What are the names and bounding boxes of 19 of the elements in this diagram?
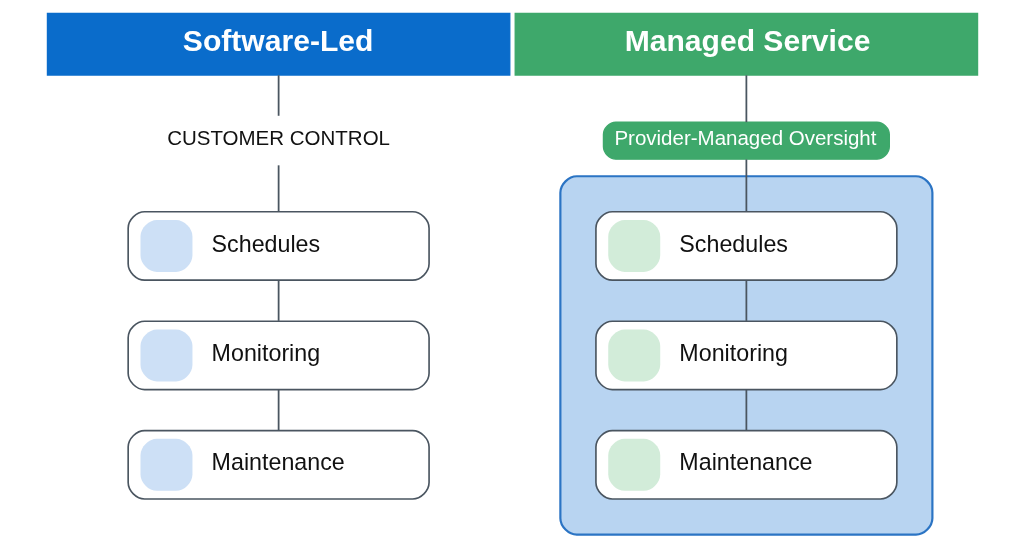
- connector: [277, 389, 279, 432]
- connector: [745, 279, 747, 322]
- node-box: Monitoring: [126, 320, 430, 391]
- node-box: Maintenance: [126, 429, 430, 500]
- connector: [745, 158, 747, 213]
- cluster: [558, 175, 933, 536]
- node-box: Software-Led: [46, 12, 510, 76]
- connector: [745, 389, 747, 432]
- node-box: Provider-Managed Oversight: [602, 121, 890, 160]
- node-box: Schedules: [594, 211, 898, 281]
- node-box: Monitoring: [594, 320, 898, 391]
- connector: [277, 164, 279, 213]
- connector: [277, 279, 279, 322]
- node-box: Maintenance: [594, 429, 898, 500]
- connector: [745, 74, 747, 123]
- node-text: CUSTOMER CONTROL: [166, 126, 390, 150]
- node-box: Managed Service: [514, 12, 978, 76]
- node-box: Schedules: [126, 211, 430, 281]
- connector: [277, 74, 279, 117]
